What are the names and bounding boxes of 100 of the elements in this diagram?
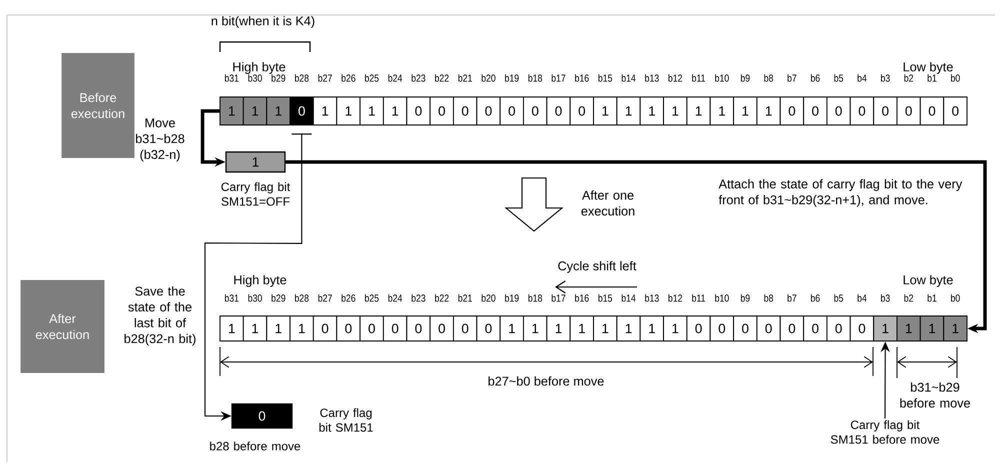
bit-label: b12	[668, 294, 682, 302]
bit-label: b19	[505, 74, 519, 82]
bit-cell: 0	[476, 316, 501, 342]
bit-label: b3	[881, 74, 890, 82]
bit-label: b23	[412, 294, 426, 302]
bit-cell: 1	[266, 316, 290, 342]
bit-cell: 1	[663, 96, 688, 126]
carry-flag-box: 0	[231, 403, 293, 429]
bit-cell: 0	[733, 316, 758, 342]
carry-flag-box: 1	[225, 151, 286, 173]
bit-cell: 1	[312, 96, 338, 126]
bit-cell: 0	[756, 316, 781, 342]
bit-label: b16	[575, 74, 589, 82]
label-text: High byte	[234, 275, 286, 287]
bit-cell: 1	[943, 316, 968, 342]
bit-cell: 0	[476, 96, 501, 126]
bit-label: b17	[552, 74, 566, 82]
bit-label: b31	[224, 74, 239, 82]
label-text: Move b31~b28 (b32-n)	[136, 118, 184, 162]
label-text: b27~b0 before move	[488, 376, 604, 386]
bit-cell: 0	[826, 96, 851, 126]
bit-cell: 0	[873, 96, 898, 126]
bit-cell: 1	[220, 96, 244, 126]
label-text: Low byte	[904, 275, 953, 287]
bit-cell: 0	[943, 96, 968, 126]
bit-label: b20	[482, 74, 496, 82]
bit-label: b3	[881, 294, 890, 302]
bit-label: b14	[622, 74, 636, 82]
bit-label: b10	[715, 74, 729, 82]
bit-cell: 1	[616, 316, 641, 342]
bit-cell: 1	[616, 96, 641, 126]
bit-cell: 0	[710, 316, 734, 342]
bit-label: b10	[715, 294, 729, 302]
bit-cell: 1	[242, 96, 268, 126]
bit-label: b4	[858, 74, 867, 82]
bit-cell: 0	[850, 96, 874, 126]
bit-cell: 1	[500, 316, 524, 342]
bit-cell: 0	[780, 96, 804, 126]
bit-label: b26	[342, 294, 356, 302]
bit-cell: 0	[523, 96, 548, 126]
bit-cell: 0	[826, 316, 851, 342]
bit-cell: 1	[640, 96, 664, 126]
bit-cell: 0	[336, 316, 361, 342]
bit-label: b0	[951, 74, 960, 82]
bit-label: b14	[622, 294, 636, 302]
label-text: After one execution	[581, 190, 634, 216]
bit-label: b29	[272, 74, 286, 82]
bit-cell: 0	[896, 96, 921, 126]
bit-cell: 0	[382, 316, 408, 342]
bit-cell: 1	[523, 316, 548, 342]
bit-label: b8	[764, 74, 774, 82]
caption-text: Carry flag bit SM151	[319, 408, 373, 432]
bit-cell: 1	[382, 96, 408, 126]
bit-label: b7	[788, 74, 796, 82]
bit-cell: 0	[546, 96, 571, 126]
bit-label: b11	[692, 294, 706, 302]
bit-cell: 0	[803, 96, 828, 126]
arrow	[286, 160, 987, 334]
bit-cell: 0	[312, 316, 338, 342]
bit-label: b30	[248, 294, 262, 302]
bit-cell: 1	[663, 316, 688, 342]
bit-cell: 1	[640, 316, 664, 342]
bit-label: b1	[928, 294, 936, 302]
bit-label: b20	[482, 294, 496, 302]
bit-cell: 1	[266, 96, 290, 126]
bit-label: b2	[904, 74, 914, 82]
caption-text: b28 before move	[210, 442, 300, 450]
bit-label: b13	[645, 294, 659, 302]
bit-label: b22	[435, 294, 449, 302]
bit-label: b24	[388, 294, 402, 302]
bit-cell: 0	[360, 316, 384, 342]
bit-label: b22	[435, 74, 449, 82]
bit-label: b2	[904, 294, 914, 302]
stage-box: Before execution	[62, 53, 134, 158]
bit-label: b25	[365, 74, 379, 82]
bit-label: b25	[365, 294, 379, 302]
bit-cell: 0	[430, 96, 454, 126]
label-text: High byte	[233, 62, 286, 74]
bit-cell: 1	[756, 96, 781, 126]
bit-cell: 0	[406, 316, 431, 342]
stage-box: After execution	[20, 280, 104, 373]
bit-label: b15	[598, 294, 612, 302]
caption-text: Carry flag bit SM151=OFF	[221, 182, 290, 206]
bit-label: b31	[224, 294, 239, 302]
label-text: Low byte	[904, 62, 953, 74]
bit-label: b6	[811, 74, 820, 82]
bit-label: b18	[528, 294, 542, 302]
bit-cell: 1	[593, 316, 618, 342]
label-text: Save the state of the last bit of b28(32-n bit)	[124, 286, 196, 346]
bit-cell: 0	[500, 96, 524, 126]
bit-cell: 1	[873, 316, 898, 342]
bit-cell: 0	[686, 316, 711, 342]
bit-cell: 1	[593, 96, 618, 126]
bit-cell: 1	[336, 96, 361, 126]
bit-cell: 0	[452, 96, 478, 126]
bit-label: b9	[740, 74, 750, 82]
bit-cell: 0	[570, 96, 594, 126]
bit-label: b11	[692, 74, 706, 82]
bit-label: b15	[598, 74, 612, 82]
bit-label: b8	[764, 294, 774, 302]
